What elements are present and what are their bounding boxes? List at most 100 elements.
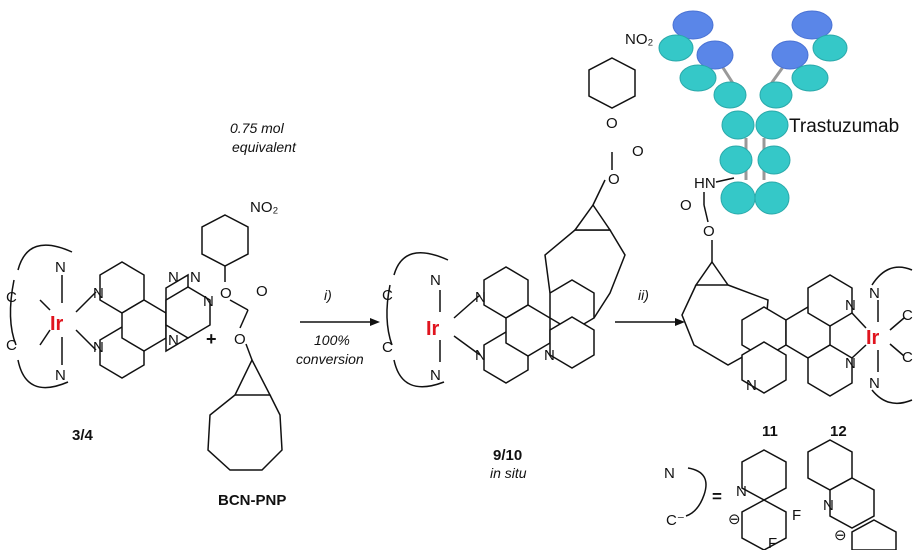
ligand-arc <box>871 389 913 405</box>
step-label-2: ii) <box>638 287 649 303</box>
atom-n: N <box>664 465 675 482</box>
atom-o: O <box>680 197 692 214</box>
pyridazine-ring <box>741 341 787 394</box>
atom-n: N <box>845 355 856 372</box>
cyclooctyne-ring <box>207 394 283 471</box>
bond <box>592 179 606 206</box>
heavy-chain-domain <box>771 40 809 70</box>
bond <box>889 317 905 331</box>
bond <box>239 309 249 329</box>
antibody-trastuzumab: Trastuzumab <box>658 10 899 215</box>
light-chain-domain <box>791 64 829 92</box>
atom-c: C <box>6 289 17 306</box>
light-chain-domain <box>658 34 694 62</box>
arrowhead <box>370 318 380 326</box>
bond <box>703 204 709 223</box>
bond <box>39 329 51 346</box>
atom-c-minus: C⁻ <box>666 512 685 529</box>
light-chain-domain <box>713 81 747 109</box>
fc-domain <box>719 145 753 175</box>
atom-o: O <box>234 331 246 348</box>
ligand-arc <box>17 359 69 389</box>
bond <box>715 177 735 183</box>
product-conjugate: HN O O N N N N N Ir C C 11 12 <box>680 175 913 440</box>
atom-o: O <box>256 283 268 300</box>
atom-n: N <box>869 375 880 392</box>
cyclopropane <box>233 358 272 396</box>
atom-c: C <box>902 349 913 366</box>
pyridine-ring <box>807 344 853 397</box>
ligand-arc <box>386 284 393 346</box>
bond <box>851 312 867 329</box>
ligand-arc <box>9 279 17 346</box>
bond <box>75 291 97 313</box>
fc-domain <box>755 110 789 140</box>
bond <box>889 343 905 357</box>
iridium-atom: Ir <box>866 327 880 349</box>
intermediate-9-10: O O O NO₂ C C N N Ir N N N 9/10 in situ <box>382 31 654 481</box>
phenyl-ring <box>741 499 787 550</box>
step-label-1: i) <box>324 287 332 303</box>
atom-n: N <box>475 289 486 306</box>
atom-f: F <box>768 535 777 550</box>
intermediate-note: in situ <box>490 465 527 481</box>
atom-n: N <box>93 339 104 356</box>
tetrazine-ring <box>165 286 211 339</box>
atom-n: N <box>190 269 201 286</box>
atom-c: C <box>902 307 913 324</box>
heavy-chain-domain <box>672 10 714 40</box>
light-chain-domain <box>759 81 793 109</box>
pyridazine-ring <box>549 316 595 369</box>
atom-n: N <box>430 367 441 384</box>
heavy-chain-domain <box>696 40 734 70</box>
iridium-atom: Ir <box>426 318 440 340</box>
iridium-atom: Ir <box>50 313 64 335</box>
phenyl-ring <box>201 214 249 267</box>
atom-c: C <box>382 287 393 304</box>
nitro-group: NO₂ <box>625 31 654 48</box>
atom-c: C <box>6 337 17 354</box>
reaction-arrow-2: ii) <box>615 287 685 326</box>
light-chain-domain <box>812 34 848 62</box>
atom-n: N <box>203 293 214 310</box>
ligand-arc <box>17 244 73 271</box>
bond <box>229 299 249 311</box>
compound-label-11: 11 <box>762 423 778 440</box>
antibody-name: Trastuzumab <box>789 116 899 137</box>
phenyl-ring <box>588 57 636 109</box>
atom-n: N <box>430 272 441 289</box>
plus-sign: + <box>206 329 217 349</box>
bond <box>453 335 481 356</box>
anion-symbol: ⊖ <box>834 527 847 544</box>
ligand-arc <box>393 359 445 388</box>
atom-f: F <box>792 507 801 524</box>
atom-n: N <box>823 497 834 514</box>
ligand-arc <box>685 467 707 517</box>
reagent-amount-line1: 0.75 mol <box>230 120 285 136</box>
atom-n: N <box>544 347 555 364</box>
atom-n: N <box>845 297 856 314</box>
nitro-group: NO₂ <box>250 199 279 216</box>
bond <box>245 343 253 361</box>
bond <box>75 329 97 351</box>
atom-o: O <box>606 115 618 132</box>
compound-label-12: 12 <box>830 423 847 440</box>
compound-label-bcn-pnp: BCN-PNP <box>218 492 286 509</box>
bond <box>39 299 51 311</box>
phenyl-ring <box>851 519 897 550</box>
fc-domain <box>754 181 790 215</box>
cyclopropane <box>573 203 612 231</box>
atom-n: N <box>55 259 66 276</box>
fc-domain <box>720 181 756 215</box>
atom-o: O <box>632 143 644 160</box>
atom-o: O <box>220 285 232 302</box>
reaction-arrow-1: i) 100% conversion <box>296 287 380 367</box>
atom-n: N <box>475 347 486 364</box>
heavy-chain-domain <box>791 10 833 40</box>
ligand-arc <box>393 252 449 276</box>
step1-result-line1: 100% <box>314 332 350 348</box>
amide-nh: HN <box>694 175 716 192</box>
atom-n: N <box>168 269 179 286</box>
